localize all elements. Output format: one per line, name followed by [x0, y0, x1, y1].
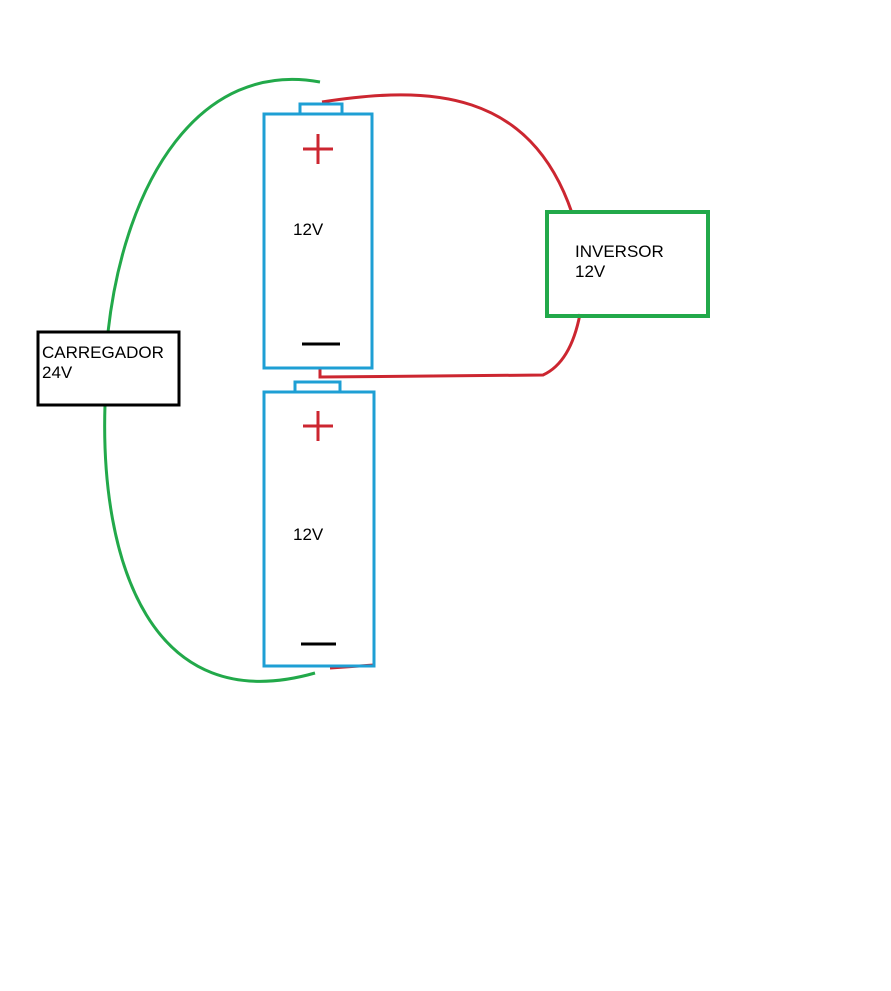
- charger-label: CARREGADOR 24V: [42, 343, 164, 383]
- inverter-label: INVERSOR 12V: [575, 242, 664, 282]
- battery-top: [262, 112, 374, 370]
- battery-bottom: [262, 390, 376, 668]
- battery-top-plus-icon: [303, 134, 333, 164]
- inverter-wire-positive: [321, 93, 574, 214]
- charger-wire-negative: [103, 404, 316, 683]
- charger-name: CARREGADOR: [42, 343, 164, 362]
- inverter-wire-negative: [318, 313, 582, 379]
- battery-top-voltage: 12V: [293, 220, 324, 239]
- inverter-voltage: 12V: [575, 262, 606, 281]
- inverter-name: INVERSOR: [575, 242, 664, 261]
- charger-box: [36, 330, 181, 407]
- battery-bottom-voltage: 12V: [293, 525, 324, 544]
- charger-voltage: 24V: [42, 363, 73, 382]
- battery-bottom-plus-icon: [303, 411, 333, 441]
- charger-wire-positive: [106, 77, 321, 333]
- inverter-box: [545, 210, 710, 318]
